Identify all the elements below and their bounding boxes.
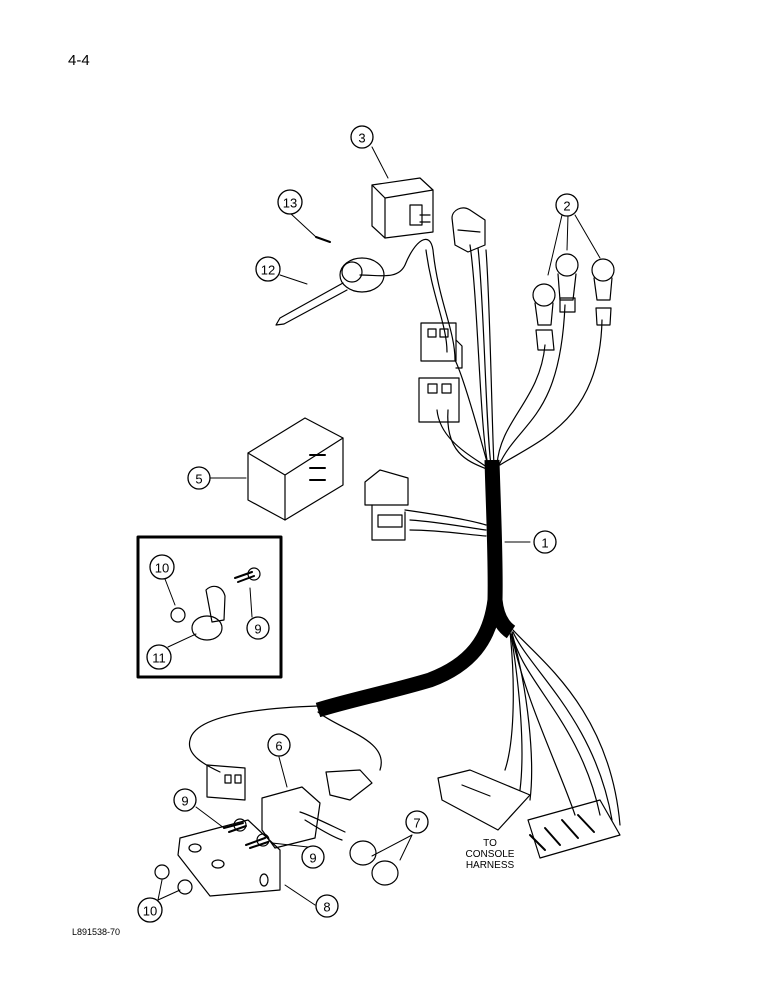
callout-12: 12 [255, 256, 281, 282]
callout-9-lower-left: 9 [173, 788, 197, 812]
flasher-connector [364, 469, 409, 541]
callout-3: 3 [350, 125, 374, 149]
relay-connectors [418, 322, 463, 423]
callout-labels: 1 2 3 5 6 7 8 9 9 9 10 10 11 12 13 [137, 125, 579, 923]
svg-text:11: 11 [152, 651, 166, 666]
callout-10-inset: 10 [149, 554, 175, 580]
svg-text:9: 9 [254, 622, 261, 637]
callout-11: 11 [146, 644, 172, 670]
svg-text:9: 9 [181, 794, 188, 809]
svg-text:7: 7 [413, 816, 420, 831]
callout-9-inset: 9 [246, 616, 270, 640]
console-harness-note: TO CONSOLE HARNESS [465, 838, 515, 871]
flasher-module [247, 417, 344, 521]
figure-code: L891538-70 [72, 927, 121, 937]
rocker-switch [371, 177, 434, 239]
callout-10-lower: 10 [137, 897, 163, 923]
svg-text:10: 10 [155, 561, 169, 576]
svg-text:2: 2 [563, 199, 570, 214]
callout-7: 7 [405, 810, 429, 834]
harness-plug-top [451, 207, 486, 253]
leader-lines [157, 146, 601, 906]
callout-2: 2 [555, 193, 579, 217]
brake-switch-hardware [154, 786, 399, 897]
side-wires [404, 509, 487, 537]
lower-connectors [206, 764, 621, 859]
svg-text:5: 5 [195, 472, 202, 487]
svg-text:3: 3 [358, 131, 365, 146]
temperature-sensor [275, 236, 385, 326]
svg-text:10: 10 [143, 904, 157, 919]
upper-wires [359, 238, 603, 471]
callout-8: 8 [315, 894, 339, 918]
callout-13: 13 [277, 189, 303, 215]
svg-text:13: 13 [283, 196, 297, 211]
callout-6: 6 [267, 733, 291, 757]
svg-text:12: 12 [261, 263, 275, 278]
harness-trunk [315, 459, 516, 718]
lower-wires [188, 629, 621, 826]
svg-text:8: 8 [323, 900, 330, 915]
svg-text:6: 6 [275, 739, 282, 754]
callout-1: 1 [533, 530, 557, 554]
inset-detail [136, 535, 283, 679]
page-number: 4-4 [68, 52, 90, 69]
svg-text:1: 1 [541, 536, 548, 551]
indicator-bulbs [532, 253, 615, 351]
callout-5: 5 [187, 466, 211, 490]
callout-9-lower-right: 9 [301, 845, 325, 869]
svg-text:9: 9 [309, 851, 316, 866]
